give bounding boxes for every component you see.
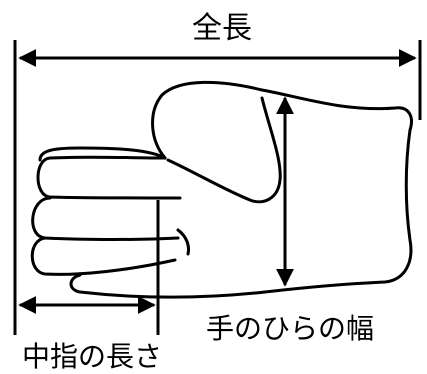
index-finger bbox=[36, 155, 182, 200]
top-finger bbox=[38, 146, 167, 162]
finger-base-crease bbox=[176, 228, 190, 256]
total-length-label: 全長 bbox=[192, 11, 252, 46]
palm-width-label: 手のひらの幅 bbox=[206, 312, 374, 345]
glove-outline bbox=[30, 80, 413, 299]
middle-finger bbox=[31, 196, 180, 241]
ring-finger bbox=[30, 236, 177, 276]
middle-finger-length-label: 中指の長さ bbox=[22, 340, 162, 373]
thumb-crease bbox=[166, 96, 282, 204]
glove-hand-outline bbox=[69, 80, 413, 299]
dimension-lines bbox=[13, 40, 422, 335]
